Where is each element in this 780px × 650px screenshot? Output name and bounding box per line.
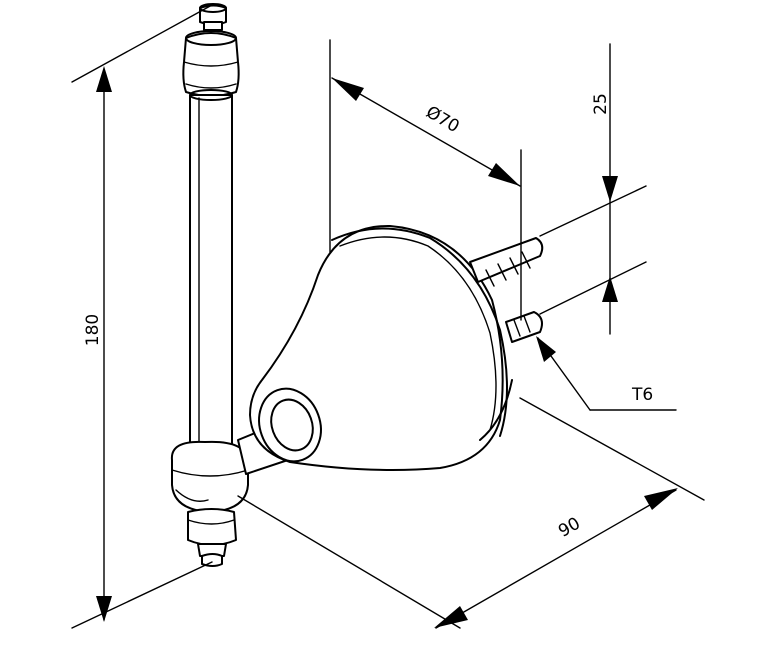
- screw-label: T6: [631, 385, 653, 405]
- bell-base: [249, 224, 513, 471]
- diameter-label: Ø70: [422, 102, 462, 137]
- spacing-label: 25: [591, 93, 611, 115]
- wall-screws: [469, 237, 544, 343]
- diameter-dimension: Ø70: [329, 39, 522, 321]
- height-dimension: 180: [71, 4, 213, 629]
- spacing-dimension: 25: [539, 43, 647, 335]
- holder-rod: [170, 3, 307, 567]
- depth-label: 90: [555, 514, 584, 542]
- height-label: 180: [83, 314, 103, 346]
- screw-callout: T6: [536, 336, 677, 411]
